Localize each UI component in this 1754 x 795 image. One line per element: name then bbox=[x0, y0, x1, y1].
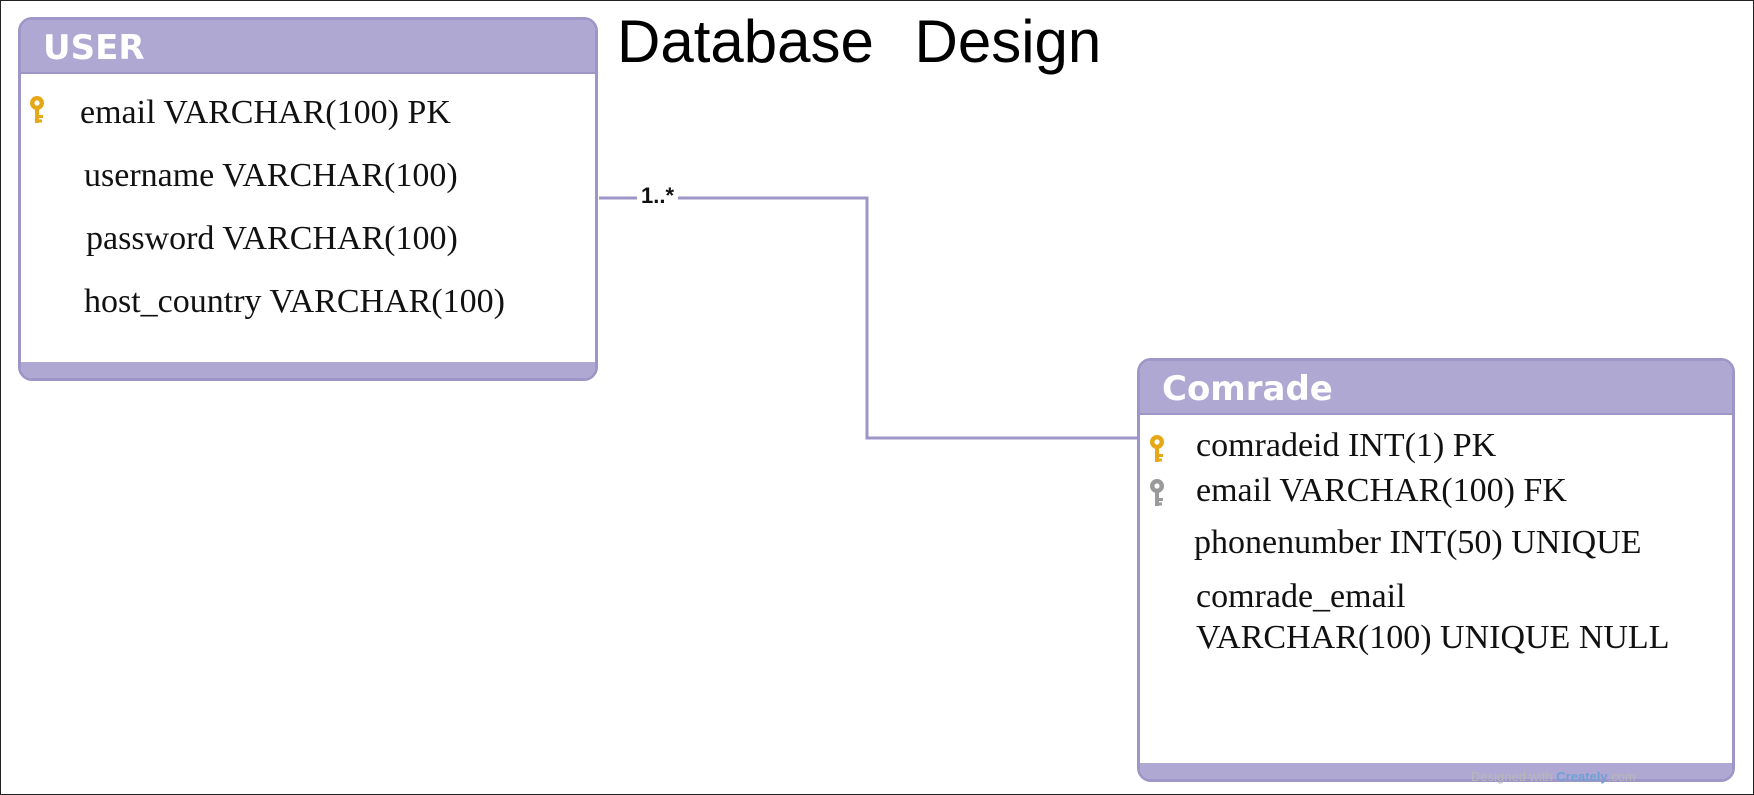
attribute-row: email VARCHAR(100) PK bbox=[80, 94, 451, 131]
watermark-brand: Creately bbox=[1556, 769, 1608, 784]
entity-user-name: USER bbox=[21, 20, 595, 74]
multiplicity-label: 1..* bbox=[637, 183, 679, 209]
entity-footer bbox=[21, 362, 595, 378]
attribute-row: password VARCHAR(100) bbox=[86, 220, 458, 257]
attribute-row: phonenumber INT(50) UNIQUE bbox=[1194, 524, 1642, 561]
diagram-title: Database Design bbox=[617, 8, 1102, 75]
attribute-row: email VARCHAR(100) FK bbox=[1196, 472, 1567, 509]
entity-footer bbox=[1140, 763, 1732, 779]
attribute-row: comrade_email bbox=[1196, 578, 1406, 615]
primary-key-icon bbox=[1147, 433, 1167, 468]
watermark: Designed with Creately.com bbox=[1471, 769, 1636, 784]
attribute-row: host_country VARCHAR(100) bbox=[84, 283, 505, 320]
entity-comrade-name: Comrade bbox=[1140, 361, 1732, 415]
foreign-key-icon bbox=[1147, 477, 1167, 512]
attribute-row: username VARCHAR(100) bbox=[84, 157, 458, 194]
watermark-suffix: .com bbox=[1607, 769, 1636, 784]
primary-key-icon bbox=[27, 94, 47, 129]
entity-comrade[interactable]: Comrade comradeid INT(1) PK email VARCHA… bbox=[1137, 358, 1735, 782]
watermark-prefix: Designed with bbox=[1471, 769, 1553, 784]
attribute-row: comradeid INT(1) PK bbox=[1196, 427, 1497, 464]
attribute-row: VARCHAR(100) UNIQUE NULL bbox=[1196, 619, 1670, 656]
entity-user[interactable]: USER email VARCHAR(100) PK username VARC… bbox=[18, 17, 598, 381]
